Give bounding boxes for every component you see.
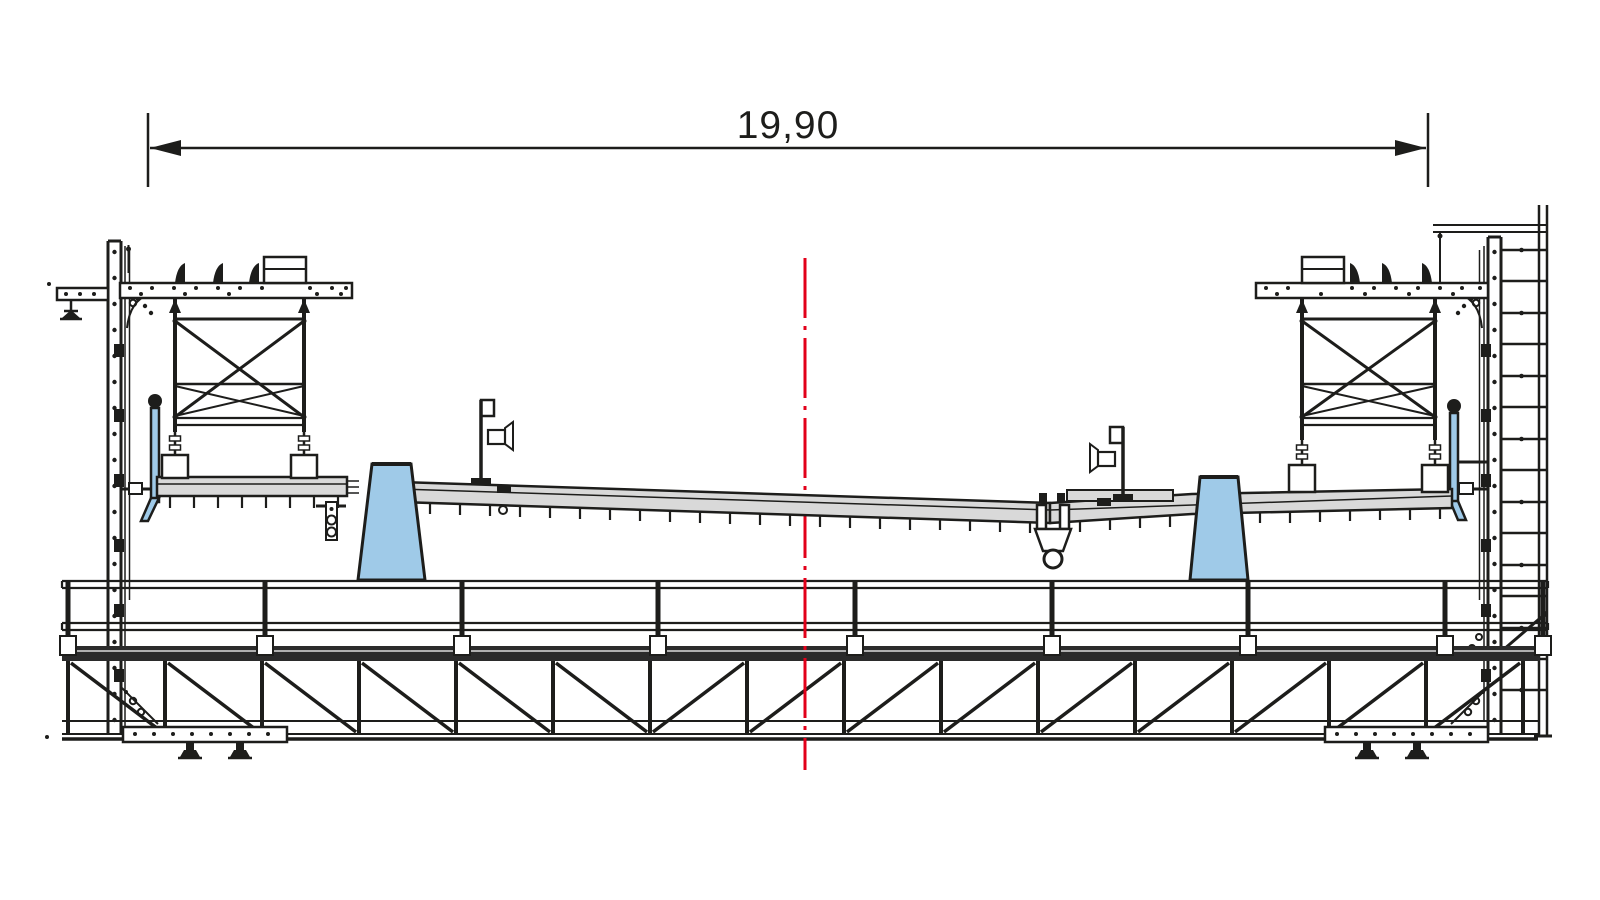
walkway-rivets-right	[1264, 286, 1482, 296]
guide-post-right	[1089, 425, 1133, 500]
stop-end-panel-right	[1447, 399, 1488, 522]
walkway-beam-left	[118, 281, 354, 300]
frame-foot-left-b	[289, 453, 319, 480]
base-plate-left	[121, 725, 289, 760]
walkway-clamps-right	[1350, 263, 1432, 283]
joist-ticks-girder-right	[1078, 508, 1442, 532]
pier-support-right	[1188, 475, 1250, 582]
cross-brace-right	[1301, 319, 1436, 419]
walkway-rivets-left	[128, 286, 348, 296]
ladder-top-bar	[1433, 224, 1548, 233]
spindles-right	[1300, 440, 1437, 465]
edge-beam-left	[155, 475, 349, 498]
base-plate-right	[1323, 725, 1490, 760]
cross-brace-left	[174, 319, 305, 419]
hinge-roller	[1042, 548, 1064, 570]
frame-foot-right-a	[1287, 463, 1317, 494]
hanger-bracket-left	[316, 501, 346, 541]
stop-end-panel-left	[122, 394, 162, 523]
right-scaffold-frame	[1295, 298, 1442, 465]
dimension-arrow-right	[1395, 140, 1426, 156]
dimension-label: 19,90	[737, 104, 840, 147]
spindles-left	[173, 432, 306, 455]
frame-foot-right-b	[1420, 463, 1450, 494]
pin-dot	[126, 246, 131, 252]
joist-ticks-girder-left	[428, 503, 1032, 533]
truss-diagonals-right	[651, 661, 1522, 734]
frame-foot-left-a	[160, 453, 190, 480]
dimension-annotation: 19,90	[146, 104, 1430, 187]
panel-knob-left	[148, 394, 162, 408]
wall-outrigger-bracket-left	[47, 282, 110, 321]
ladder-brace	[1502, 612, 1546, 652]
truss-verticals	[66, 661, 1525, 734]
deck-band	[62, 646, 1540, 661]
walkway-clamps-left	[175, 263, 259, 283]
dimension-arrow-left	[150, 140, 181, 156]
dimension-extension-lines	[146, 113, 1430, 187]
truss-bottom-chord	[62, 720, 1538, 735]
guardrail-posts	[65, 581, 1546, 646]
left-walkway-platform	[118, 255, 354, 300]
center-hinge-joint	[1033, 493, 1073, 570]
support-jack-left	[64, 300, 78, 313]
panel-knob-right	[1447, 399, 1461, 413]
joist-ticks-edge-left	[168, 496, 340, 508]
truss-diagonals-left	[69, 661, 649, 734]
walkway-beam-right	[1254, 281, 1490, 300]
post-base-collars	[59, 635, 1552, 656]
guide-post-left	[471, 398, 514, 484]
left-formwork-wall	[45, 239, 162, 739]
right-walkway-platform	[1254, 255, 1490, 300]
left-scaffold-frame	[168, 298, 311, 455]
pier-supports	[356, 462, 1250, 582]
work-platform-truss	[59, 579, 1552, 760]
formwork-girders	[155, 398, 1454, 570]
